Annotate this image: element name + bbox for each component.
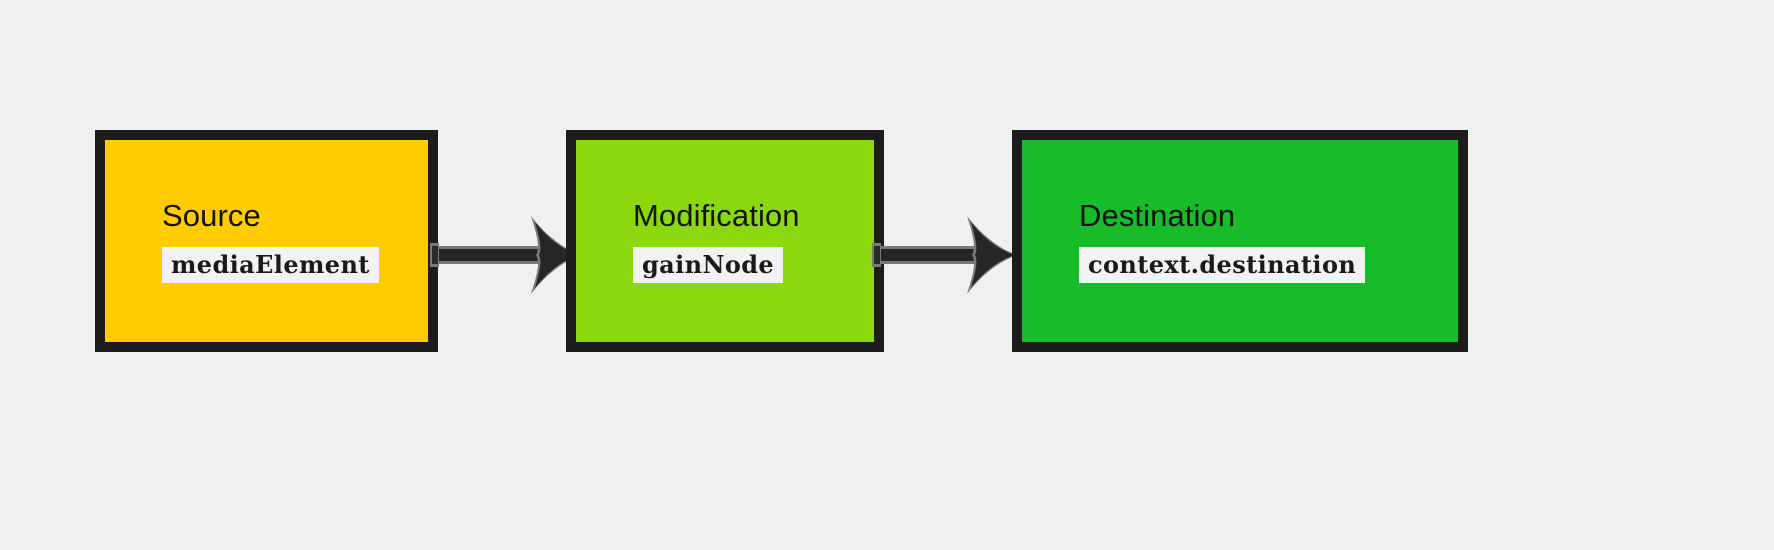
node-source-code: mediaElement [162,246,379,283]
node-source-fill: Source mediaElement [105,140,428,342]
node-destination-title: Destination [1079,198,1236,233]
node-modification-code: gainNode [633,246,784,283]
node-source[interactable]: Source mediaElement [95,130,438,352]
arrow-shaft-2 [872,243,988,267]
node-destination-fill: Destination context.destination [1022,140,1458,342]
node-modification-fill: Modification gainNode [576,140,874,342]
arrow-shaft-1 [430,243,552,267]
node-destination[interactable]: Destination context.destination [1012,130,1468,352]
edge-modification-to-destination [872,202,1024,312]
arrowhead-2 [967,216,1017,294]
node-modification-title: Modification [633,198,800,233]
arrowhead-1 [531,216,581,294]
node-destination-code: context.destination [1079,246,1366,283]
node-modification[interactable]: Modification gainNode [566,130,884,352]
edge-source-to-modification [430,202,590,312]
node-source-title: Source [162,198,261,233]
